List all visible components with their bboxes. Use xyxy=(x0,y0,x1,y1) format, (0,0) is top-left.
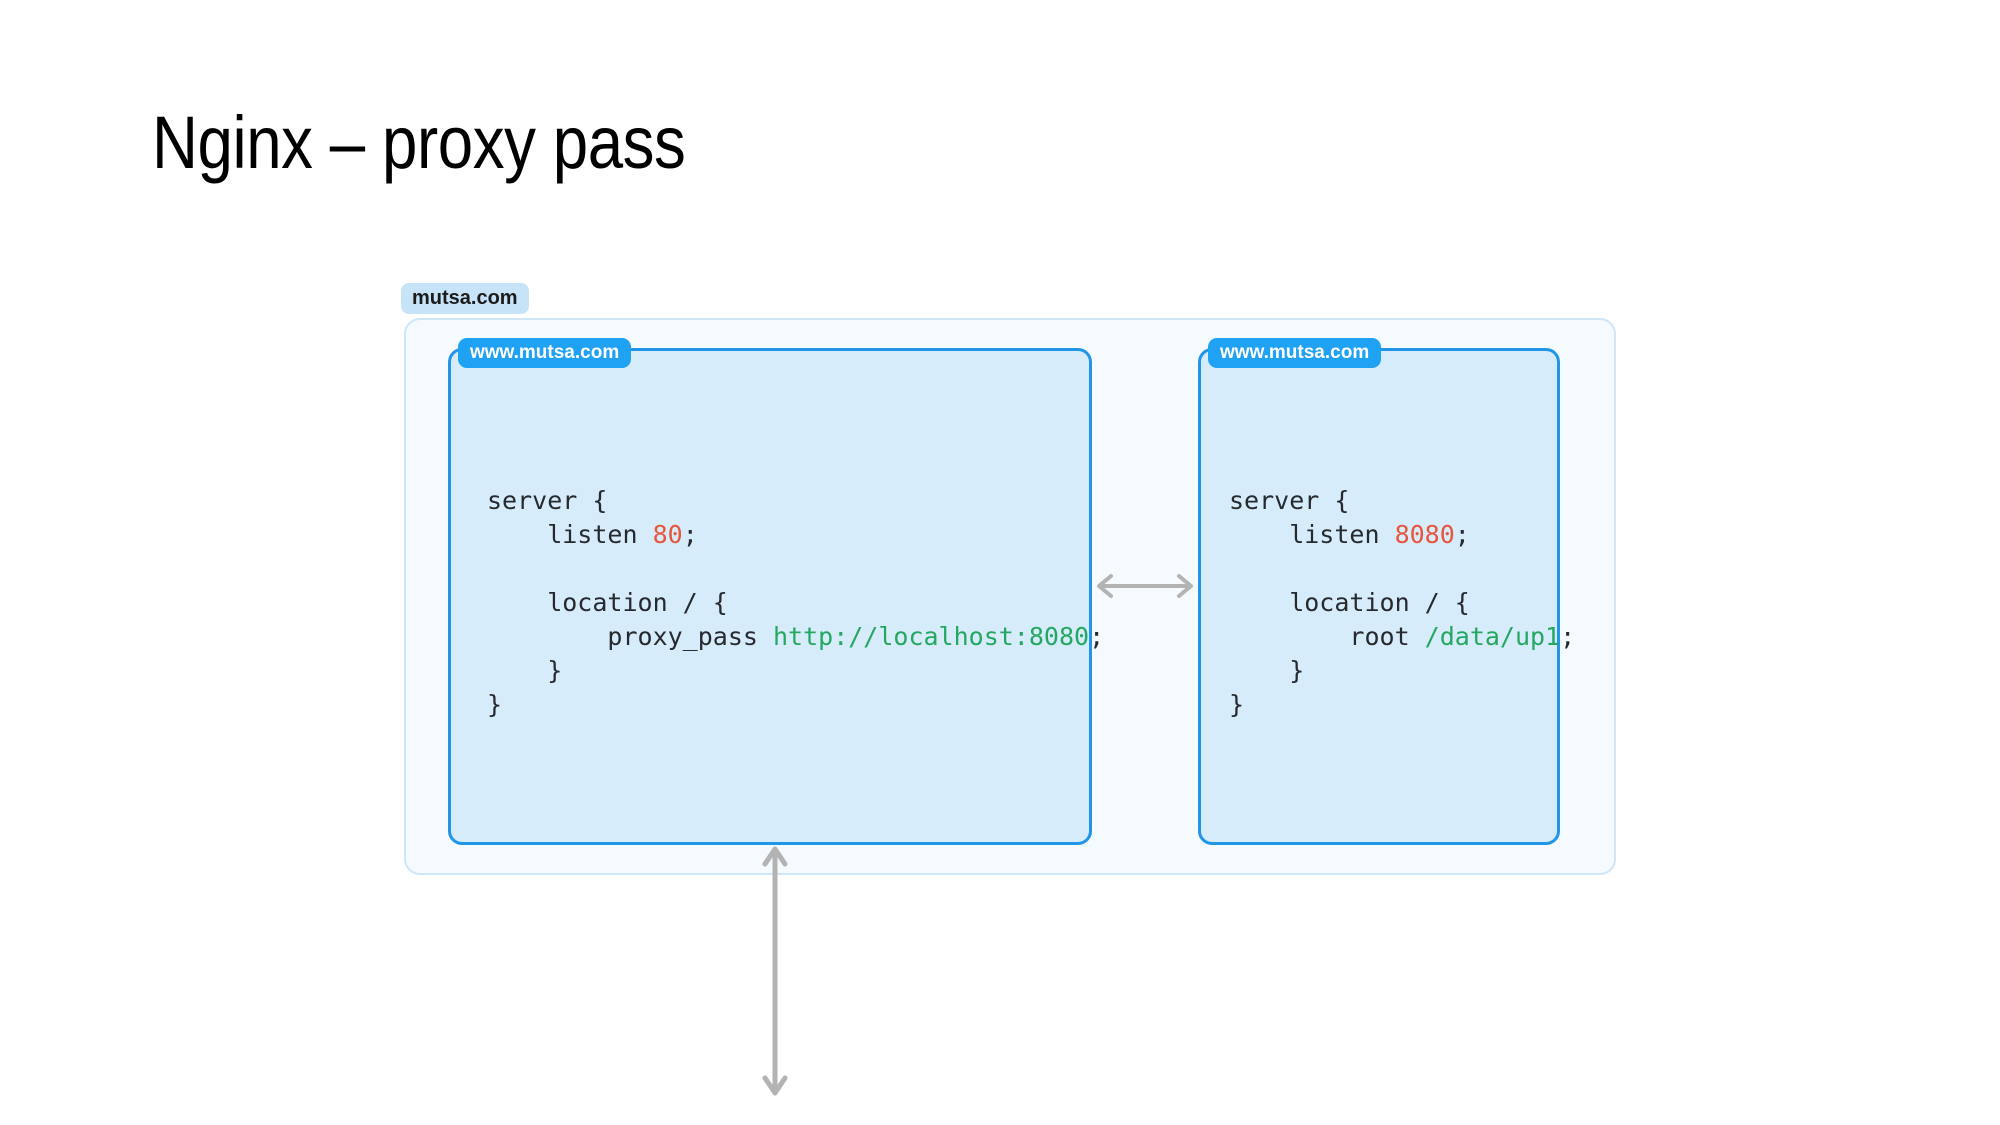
code-line xyxy=(1229,552,1585,586)
code-token-plain: } xyxy=(1229,656,1305,685)
server-panel-left-label: www.mutsa.com xyxy=(458,338,632,368)
code-line: } xyxy=(1229,654,1585,688)
double-arrow-vertical-icon xyxy=(762,846,788,1096)
code-line: root /data/up1; xyxy=(1229,620,1585,654)
code-line: server { xyxy=(487,484,1125,518)
code-token-plain: } xyxy=(487,690,503,719)
code-token-number: 80 xyxy=(652,520,683,549)
server-panel-left: www.mutsa.com server { listen 80; locati… xyxy=(448,338,1104,845)
code-token-plain: ; xyxy=(1454,520,1470,549)
code-token-plain: ; xyxy=(1089,622,1105,651)
code-line: listen 8080; xyxy=(1229,518,1585,552)
code-token-plain: location / { xyxy=(487,588,728,617)
code-line: server { xyxy=(1229,484,1585,518)
code-token-plain: ; xyxy=(1560,622,1576,651)
code-line: } xyxy=(487,654,1125,688)
server-panel-right-label: www.mutsa.com xyxy=(1208,338,1382,368)
code-token-plain: location / { xyxy=(1229,588,1470,617)
code-token-plain: server { xyxy=(487,486,608,515)
code-line xyxy=(487,552,1125,586)
code-line: } xyxy=(487,688,1125,722)
code-line: location / { xyxy=(1229,586,1585,620)
code-token-string: http://localhost:8080 xyxy=(772,622,1090,651)
double-arrow-horizontal-icon xyxy=(1097,574,1193,598)
code-line: location / { xyxy=(487,586,1125,620)
code-token-plain: listen xyxy=(487,520,653,549)
page-title: Nginx – proxy pass xyxy=(152,101,686,184)
code-token-plain: ; xyxy=(682,520,698,549)
code-token-plain: } xyxy=(487,656,563,685)
code-line: proxy_pass http://localhost:8080; xyxy=(487,620,1125,654)
outer-host-label: mutsa.com xyxy=(401,283,529,314)
code-line: } xyxy=(1229,688,1585,722)
code-token-plain: listen xyxy=(1229,520,1395,549)
server-config-code-left: server { listen 80; location / { proxy_p… xyxy=(451,484,1125,722)
code-token-number: 8080 xyxy=(1394,520,1455,549)
server-config-code-right: server { listen 8080; location / { root … xyxy=(1201,484,1585,722)
code-token-plain: } xyxy=(1229,690,1245,719)
code-token-plain: root xyxy=(1229,622,1425,651)
server-panel-right: www.mutsa.com server { listen 8080; loca… xyxy=(1198,338,1575,845)
code-token-plain: server { xyxy=(1229,486,1350,515)
code-token-plain: proxy_pass xyxy=(487,622,773,651)
code-token-string: /data/up1 xyxy=(1424,622,1561,651)
code-line: listen 80; xyxy=(487,518,1125,552)
